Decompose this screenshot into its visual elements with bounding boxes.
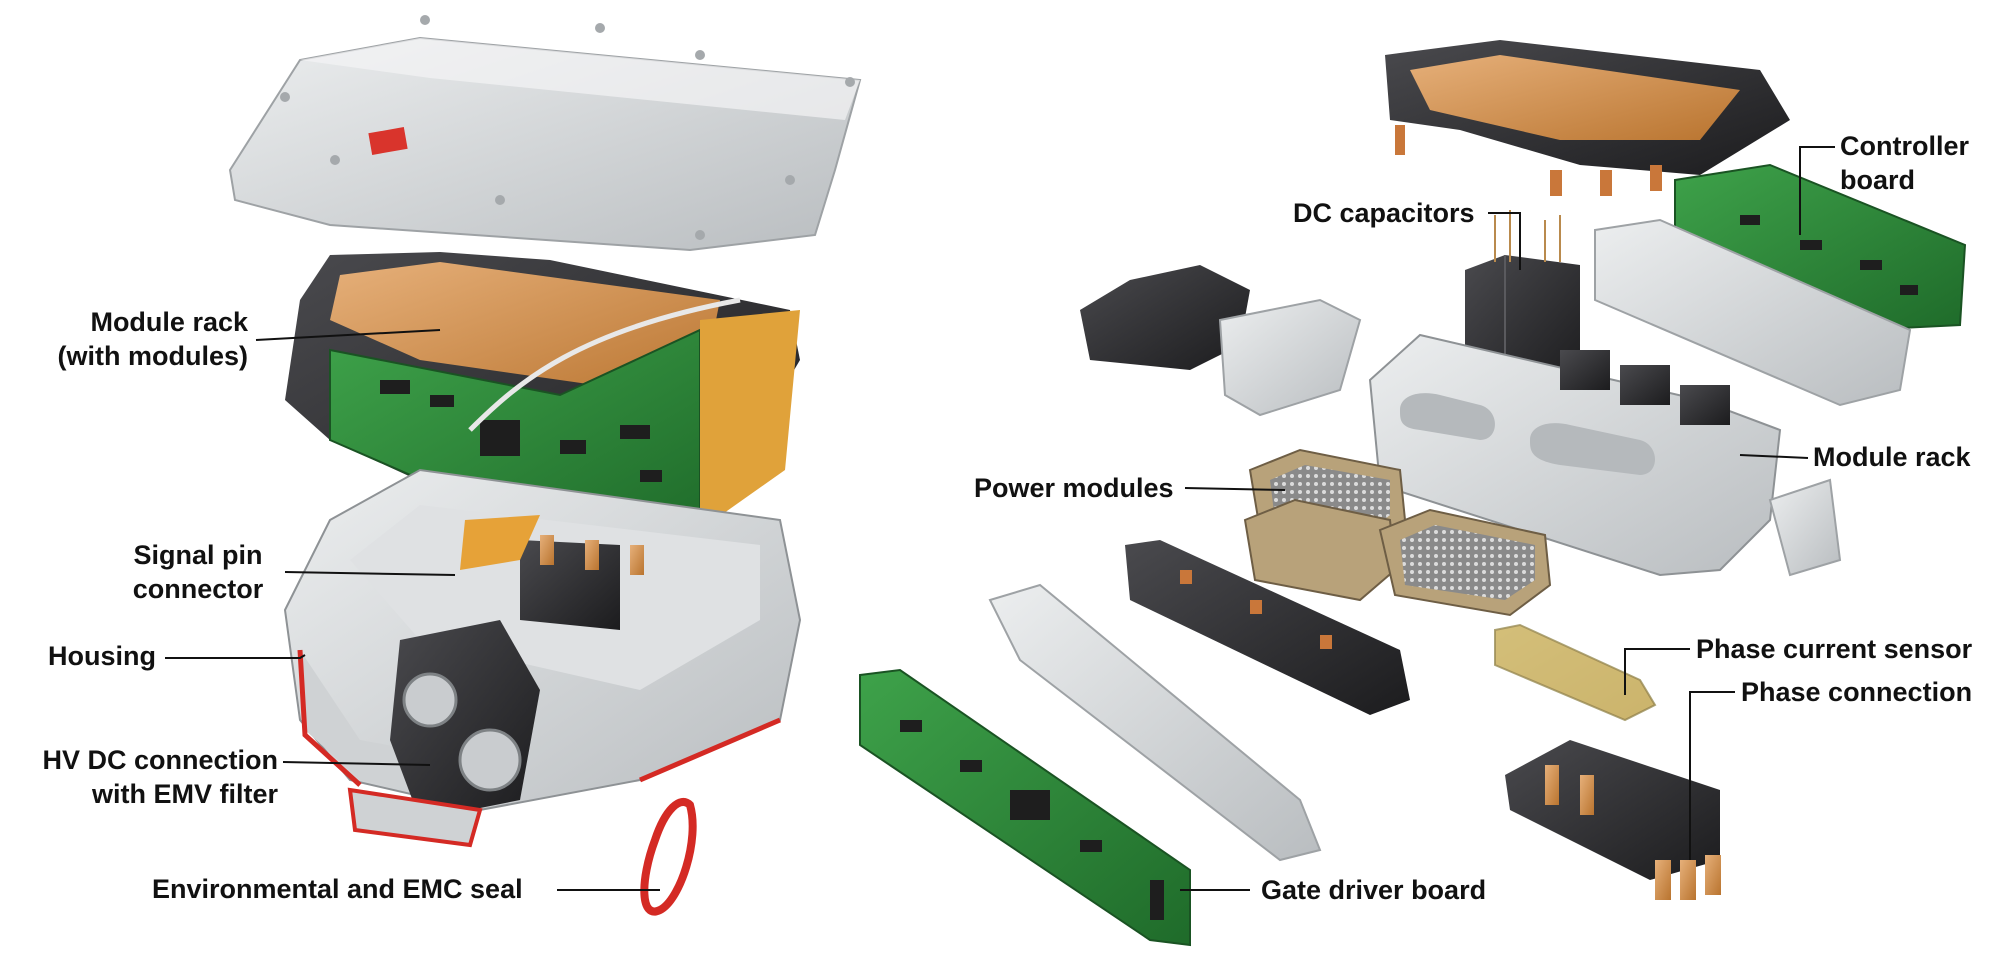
label-phase-current-sensor: Phase current sensor xyxy=(1696,634,1973,664)
label-signal-pin-connector: Signal pin connector xyxy=(118,538,278,606)
phase-current-sensor xyxy=(1494,623,1657,722)
leader-dc-capacitors xyxy=(1488,212,1521,270)
label-hv-dc-connection: HV DC connection with EMV filter xyxy=(20,743,278,811)
label-controller-board: Controller board xyxy=(1840,129,1969,197)
label-gate-driver-board: Gate driver board xyxy=(1261,875,1487,905)
power-modules xyxy=(1243,448,1552,617)
label-module-rack-with-modules-line1: Module rack xyxy=(90,307,248,337)
small-brackets xyxy=(1080,265,1842,577)
label-dc-capacitors: DC capacitors xyxy=(1293,198,1475,228)
label-hv-dc-connection-line1: HV DC connection xyxy=(42,745,278,775)
label-hv-dc-connection-line2: with EMV filter xyxy=(91,779,278,809)
leader-module-rack xyxy=(1739,454,1809,459)
leader-housing xyxy=(165,654,306,659)
label-signal-pin-connector-line1: Signal pin xyxy=(133,540,263,570)
label-module-rack-with-modules: Module rack (with modules) xyxy=(30,305,249,373)
controller-board xyxy=(1674,163,1967,332)
label-phase-connection: Phase connection xyxy=(1741,677,1973,707)
controller-carrier xyxy=(1594,218,1912,407)
label-power-modules: Power modules xyxy=(974,473,1174,503)
leader-module-rack-with-modules xyxy=(255,329,441,341)
label-signal-pin-connector-line2: connector xyxy=(132,574,264,604)
leader-power-modules xyxy=(1184,487,1286,491)
leader-lines xyxy=(165,146,1835,891)
label-controller-board-line2: board xyxy=(1840,165,1916,195)
label-housing: Housing xyxy=(48,641,156,671)
housing-cover xyxy=(228,15,862,252)
leader-hv-dc xyxy=(282,761,431,766)
hv-dc-connection xyxy=(347,620,540,848)
label-module-rack: Module rack xyxy=(1813,442,1971,472)
label-environmental-emc-seal: Environmental and EMC seal xyxy=(152,874,523,904)
label-module-rack-with-modules-line2: (with modules) xyxy=(57,341,249,371)
leader-phase-connection xyxy=(1689,691,1735,860)
phase-connection xyxy=(1505,740,1721,900)
leader-phase-current-sensor xyxy=(1624,648,1690,695)
module-rack-with-modules xyxy=(285,252,800,545)
module-rack xyxy=(1368,333,1782,577)
label-controller-board-line1: Controller xyxy=(1840,131,1970,161)
leader-signal-pin-connector xyxy=(284,571,456,576)
busbar-top xyxy=(1385,40,1790,196)
leader-controller-board xyxy=(1799,146,1835,235)
gate-driver-carrier xyxy=(988,540,1410,862)
housing xyxy=(283,468,802,812)
gate-driver-board xyxy=(859,668,1191,947)
environmental-emc-seal xyxy=(640,797,697,916)
